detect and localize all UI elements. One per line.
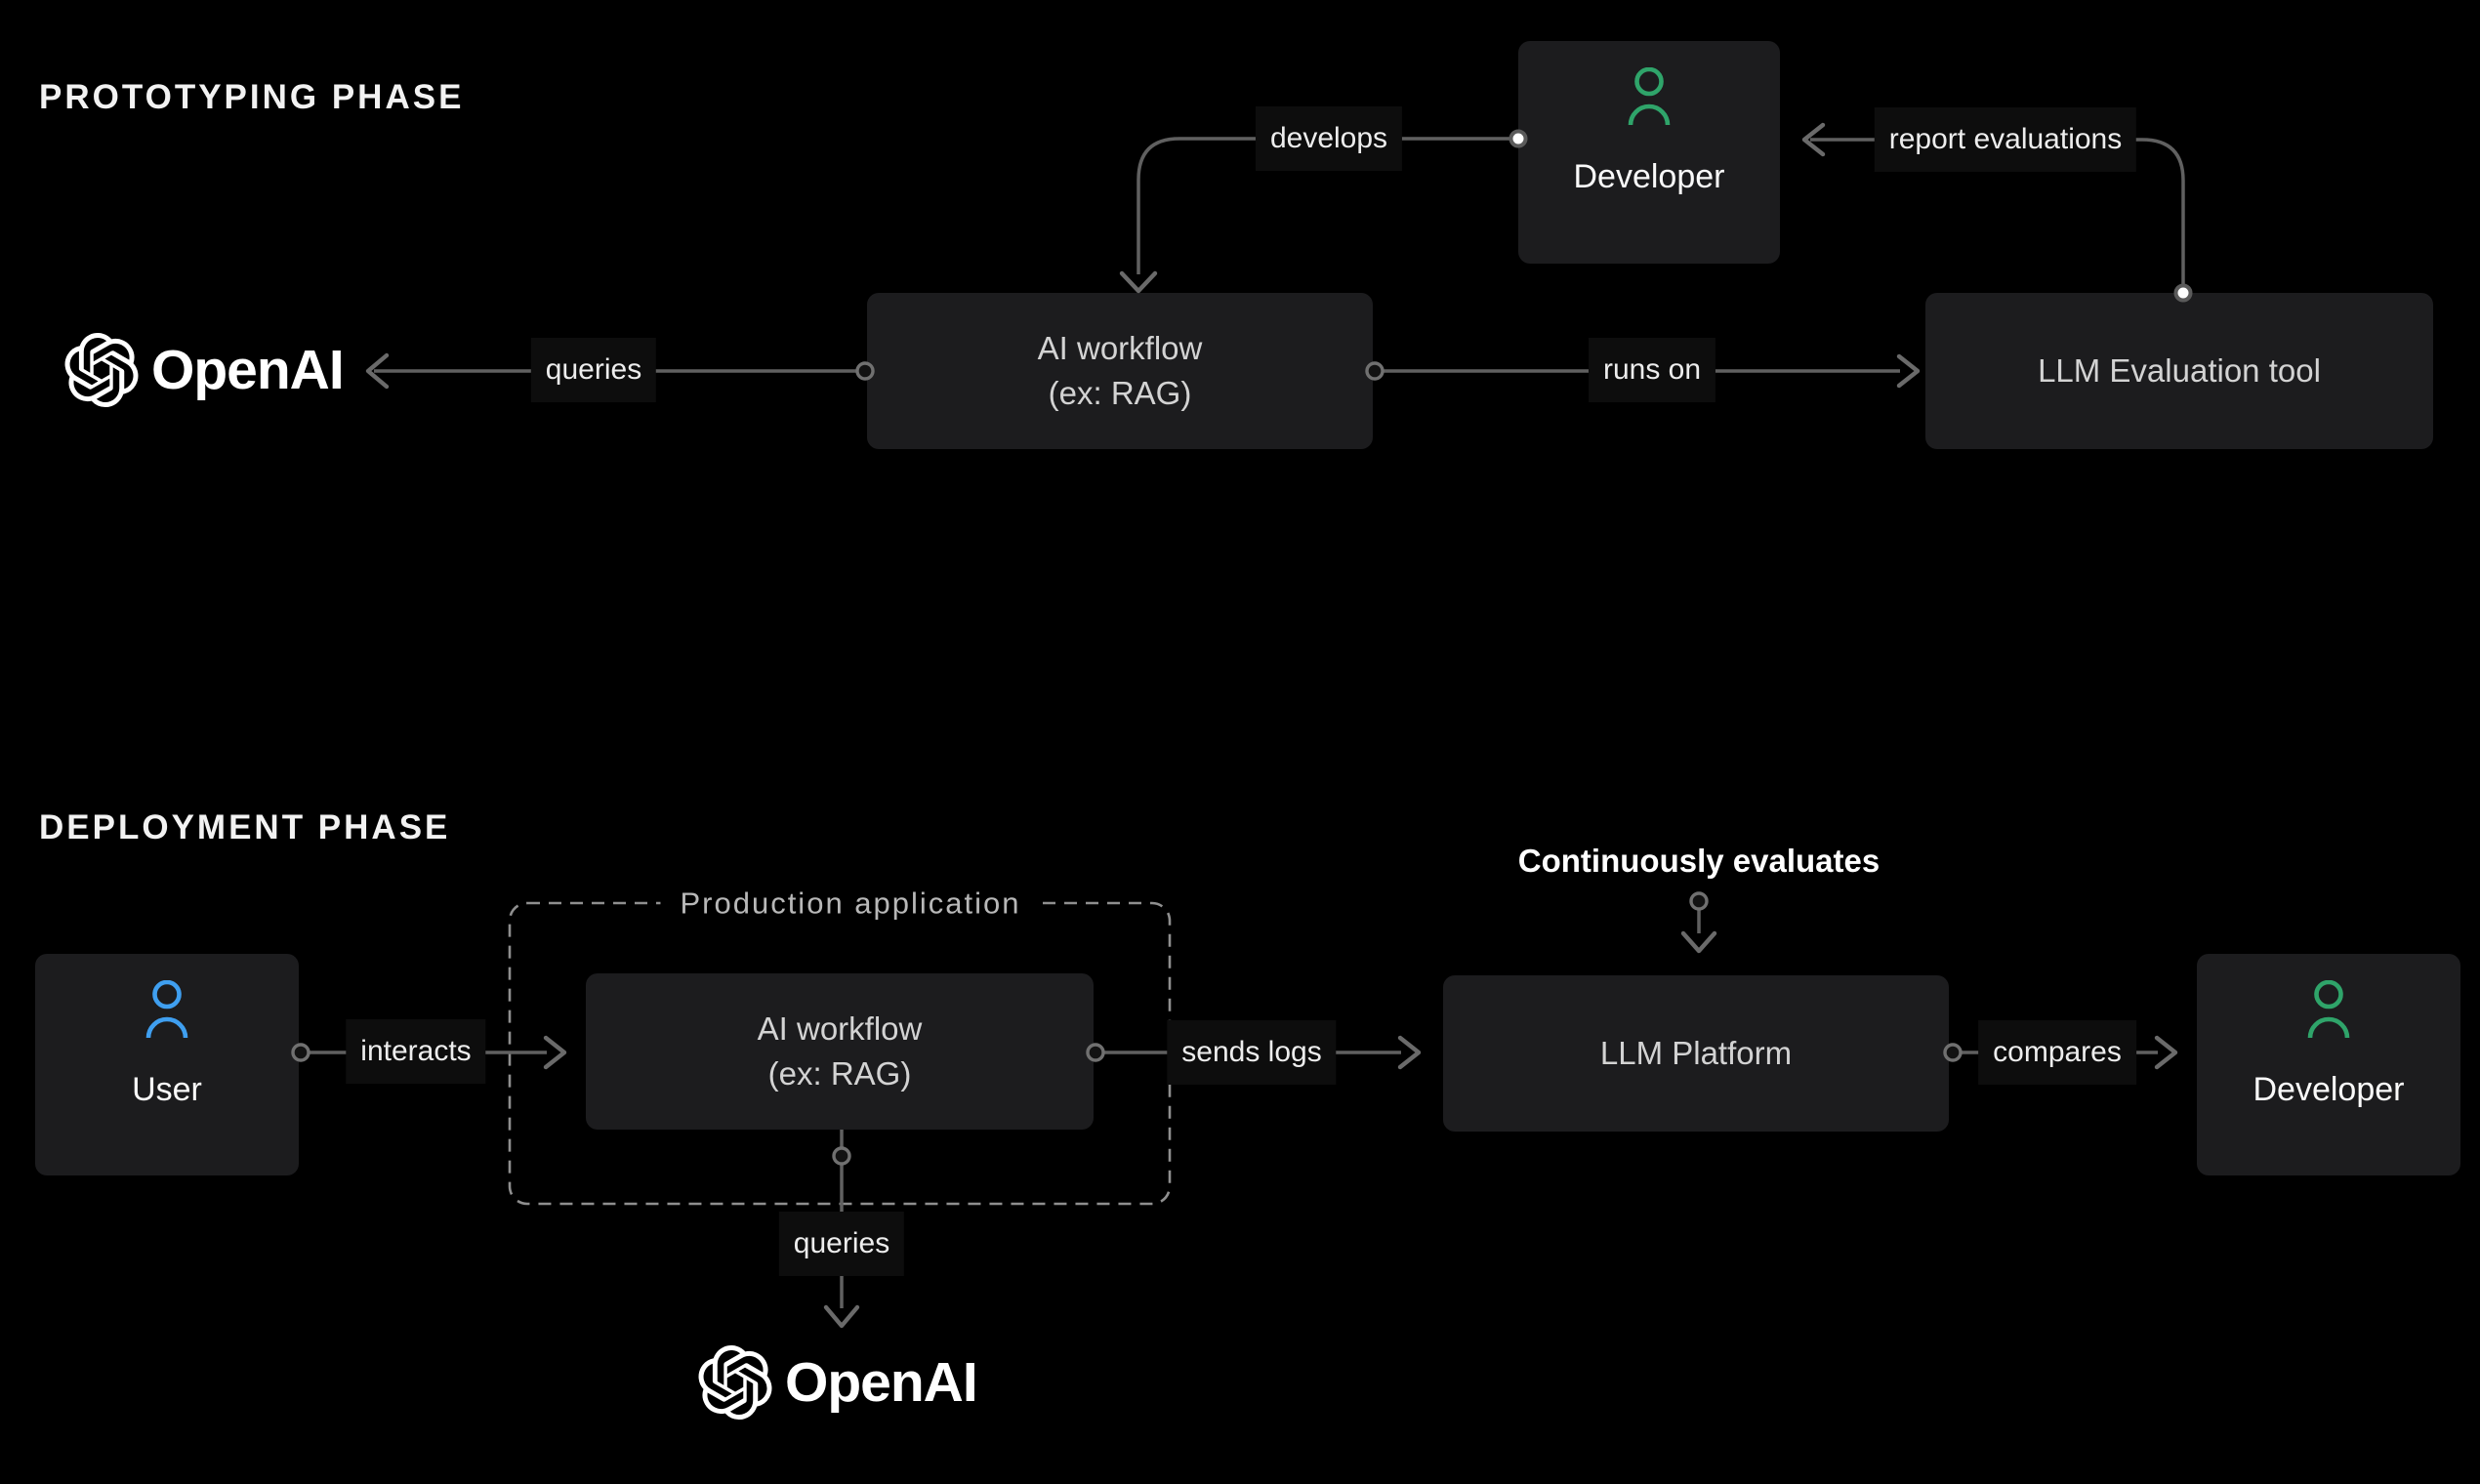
node-ai-workflow-deployment: AI workflow (ex: RAG) — [586, 973, 1094, 1130]
edge-label-develops: develops — [1255, 106, 1403, 171]
node-label: LLM Evaluation tool — [2038, 352, 2321, 389]
node-user: User — [35, 954, 299, 1175]
node-llm-evaluation-tool: LLM Evaluation tool — [1925, 293, 2433, 449]
node-label: Developer — [2253, 1071, 2405, 1108]
node-label-line2: (ex: RAG) — [1048, 375, 1192, 411]
node-label: LLM Platform — [1599, 1035, 1793, 1071]
edge-label-runs-on: runs on — [1588, 338, 1716, 402]
openai-logo-icon — [64, 333, 139, 407]
edge-label-report-evaluations: report evaluations — [1874, 107, 2137, 172]
edge-label-queries-bottom: queries — [778, 1212, 905, 1276]
user-person-icon — [145, 980, 188, 1039]
openai-wordmark: OpenAI — [151, 338, 345, 401]
edge-label-interacts: interacts — [346, 1019, 486, 1084]
node-developer-prototyping: Developer — [1518, 41, 1780, 264]
developer-person-icon — [1628, 67, 1671, 126]
continuously-evaluates-label: Continuously evaluates — [1517, 843, 1881, 879]
node-label: User — [132, 1071, 202, 1108]
node-ai-workflow-prototyping: AI workflow (ex: RAG) — [867, 293, 1373, 449]
openai-wordmark: OpenAI — [785, 1350, 978, 1414]
openai-logo-bottom: OpenAI — [698, 1345, 978, 1420]
prototyping-phase-title: PROTOTYPING PHASE — [39, 78, 465, 116]
edge-label-queries-top: queries — [530, 338, 657, 402]
edge-label-sends-logs: sends logs — [1167, 1020, 1337, 1085]
openai-logo-icon — [698, 1345, 772, 1420]
node-label-line1: AI workflow — [757, 1010, 923, 1047]
edge-label-compares: compares — [1978, 1020, 2136, 1085]
node-label-line1: AI workflow — [1037, 330, 1203, 366]
openai-logo-top: OpenAI — [64, 333, 345, 407]
node-developer-deployment: Developer — [2197, 954, 2460, 1175]
developer-person-icon — [2307, 980, 2350, 1039]
production-application-label: Production application — [660, 882, 1041, 925]
node-label-line2: (ex: RAG) — [767, 1055, 912, 1092]
deployment-phase-title: DEPLOYMENT PHASE — [39, 808, 451, 846]
node-llm-platform: LLM Platform — [1443, 975, 1949, 1132]
node-label: Developer — [1573, 158, 1725, 195]
continuously-evaluates-arrow — [1680, 891, 1717, 954]
